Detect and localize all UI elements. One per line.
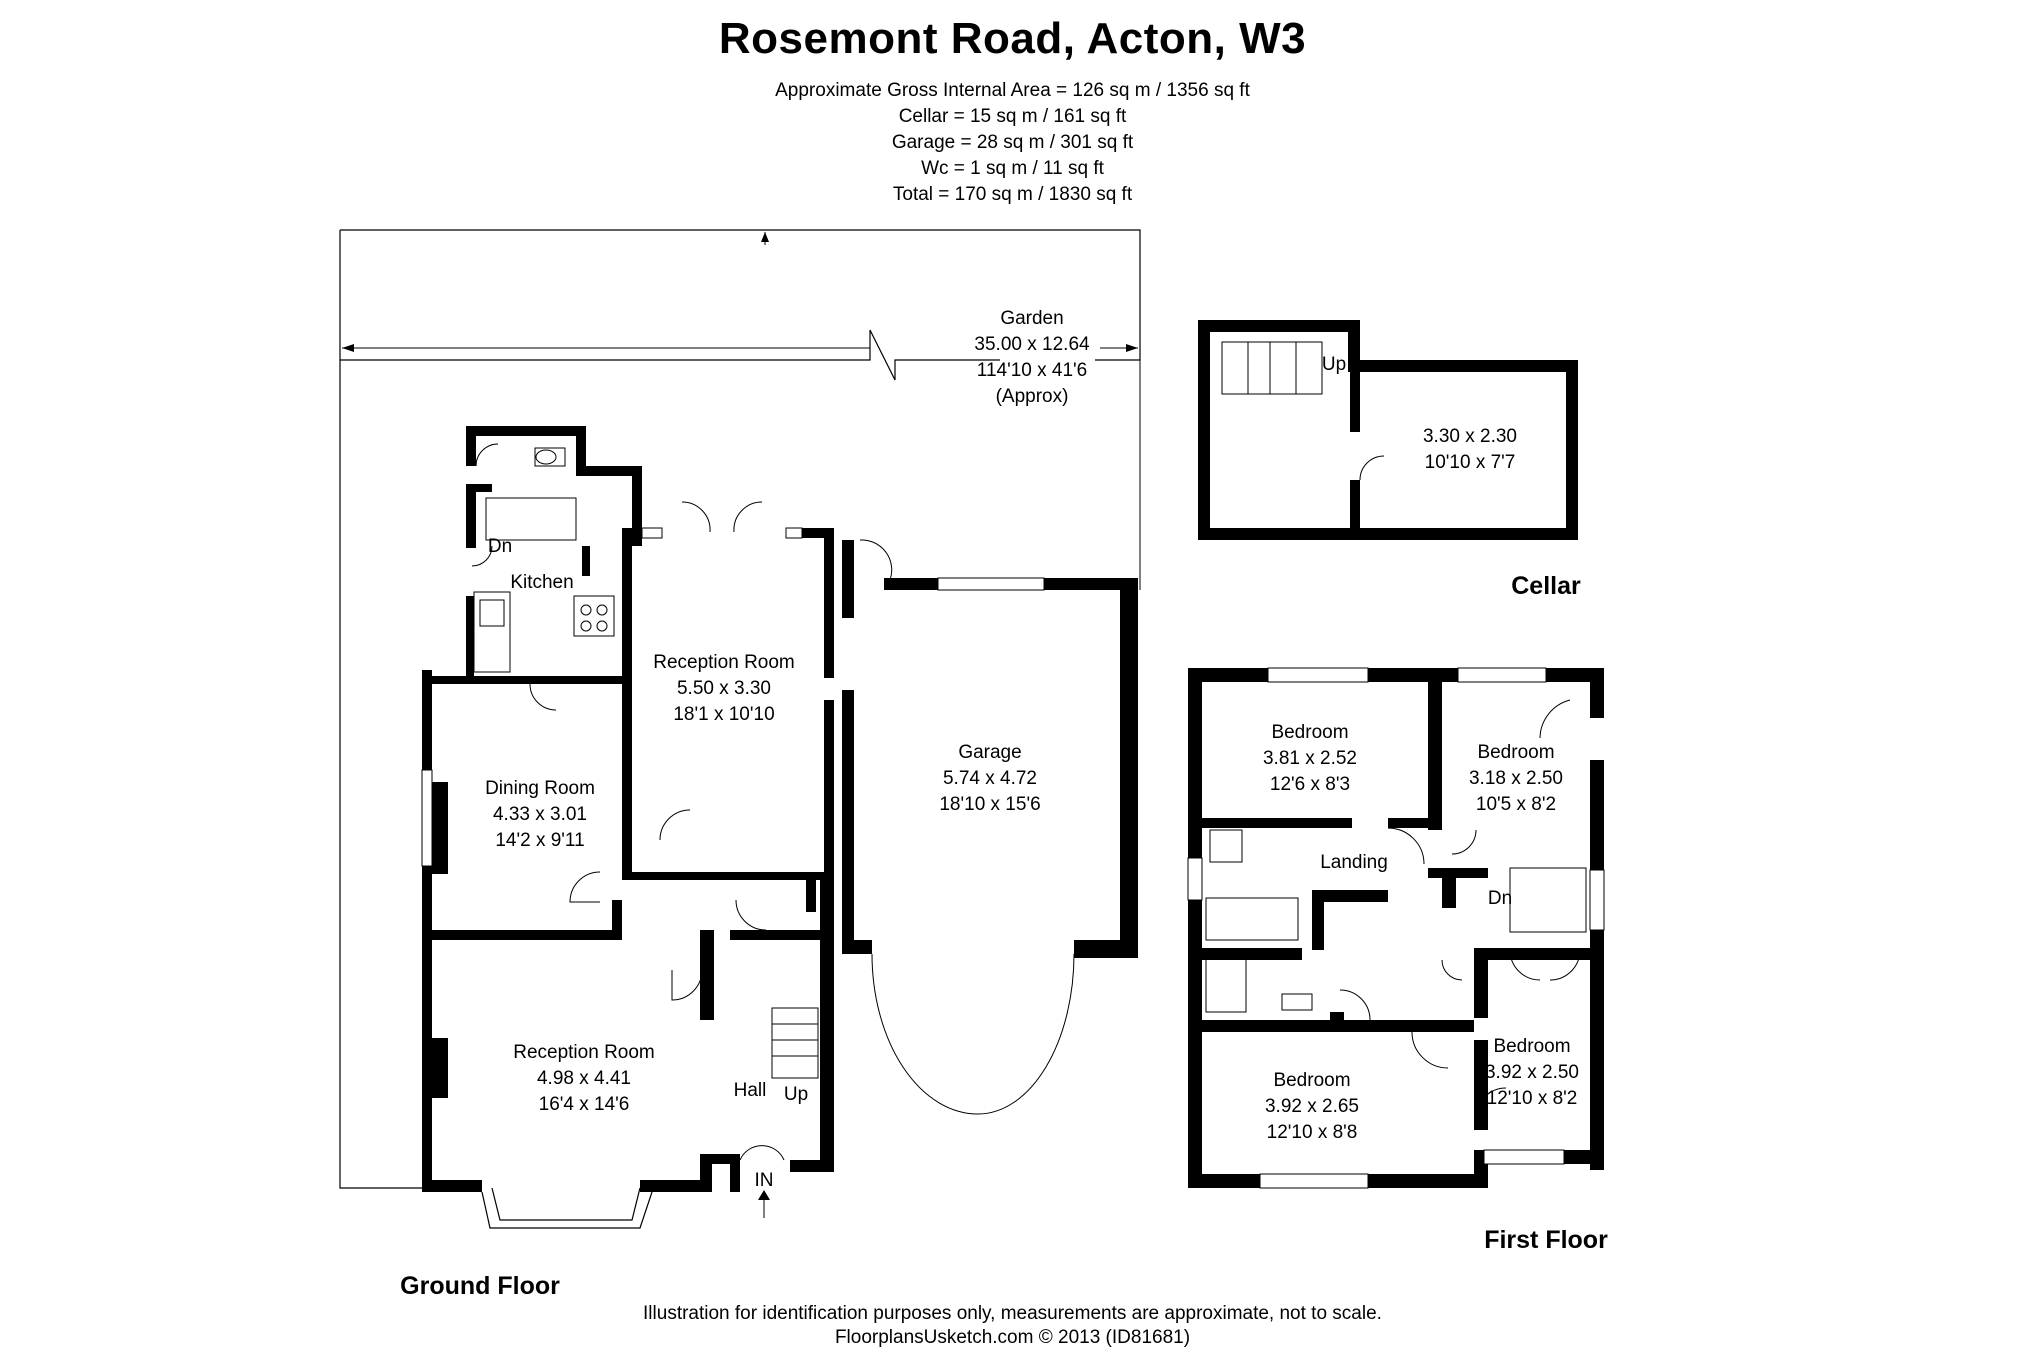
first-floor-walls (1187, 667, 1605, 1189)
cellar-area: Cellar = 15 sq m / 161 sq ft (898, 106, 1127, 127)
bedroom-1-label: Bedroom 3.81 x 2.52 12'6 x 8'3 (1263, 720, 1357, 798)
bedroom-3-imperial: 12'10 x 8'8 (1266, 1122, 1358, 1143)
cellar-room-imperial: 10'10 x 7'7 (1424, 452, 1516, 473)
garden-metric: 35.00 x 12.64 (974, 334, 1090, 355)
bedroom-3-label: Bedroom 3.92 x 2.65 12'10 x 8'8 (1265, 1068, 1359, 1146)
garage-label: Garage 5.74 x 4.72 18'10 x 15'6 (939, 740, 1040, 818)
ground-floor-walls (422, 426, 1138, 1229)
ground-up-label: Up (783, 1084, 809, 1105)
footer: Illustration for identification purposes… (0, 1302, 2025, 1350)
garage-imperial: 18'10 x 15'6 (939, 794, 1041, 815)
bedroom-2-imperial: 10'5 x 8'2 (1475, 794, 1557, 815)
dining-room-imperial: 14'2 x 9'11 (495, 830, 585, 851)
bedroom-4-imperial: 12'10 x 8'2 (1486, 1088, 1578, 1109)
bedroom-4-name: Bedroom (1493, 1036, 1571, 1057)
page-title: Rosemont Road, Acton, W3 (718, 14, 1307, 63)
garden-label: Garden 35.00 x 12.64 114'10 x 41'6 (Appr… (974, 306, 1089, 410)
ground-floor-fixtures (421, 443, 1075, 1218)
bedroom-3-name: Bedroom (1273, 1070, 1351, 1091)
reception-front-metric: 4.98 x 4.41 (536, 1068, 632, 1089)
ground-dn-label: Dn (487, 536, 513, 557)
cellar-walls (1198, 320, 1578, 540)
garden-outline (339, 229, 1141, 1189)
bedroom-2-label: Bedroom 3.18 x 2.50 10'5 x 8'2 (1469, 740, 1563, 818)
cellar-room-label: 3.30 x 2.30 10'10 x 7'7 (1423, 424, 1517, 476)
bedroom-3-metric: 3.92 x 2.65 (1264, 1096, 1360, 1117)
landing-label: Landing (1320, 852, 1388, 873)
ground-floor-label: Ground Floor (400, 1272, 560, 1300)
cellar-up-label: Up (1321, 354, 1347, 375)
wc-area: Wc = 1 sq m / 11 sq ft (921, 158, 1104, 179)
cellar-section-label: Cellar (1511, 572, 1581, 600)
garden-note: (Approx) (995, 386, 1069, 407)
disclaimer-text: Illustration for identification purposes… (643, 1303, 1382, 1324)
garden-name: Garden (1000, 308, 1064, 329)
reception-front-label: Reception Room 4.98 x 4.41 16'4 x 14'6 (513, 1040, 655, 1118)
reception-rear-metric: 5.50 x 3.30 (676, 678, 772, 699)
dining-room-label: Dining Room 4.33 x 3.01 14'2 x 9'11 (485, 776, 595, 854)
first-dn-label: Dn (1487, 888, 1513, 909)
reception-front-name: Reception Room (513, 1042, 655, 1063)
reception-rear-imperial: 18'1 x 10'10 (673, 704, 775, 725)
gross-internal-area: Approximate Gross Internal Area = 126 sq… (775, 80, 1250, 101)
entrance-label: IN (754, 1170, 774, 1191)
bedroom-4-metric: 3.92 x 2.50 (1484, 1062, 1580, 1083)
bedroom-2-metric: 3.18 x 2.50 (1468, 768, 1564, 789)
bedroom-2-name: Bedroom (1477, 742, 1555, 763)
bedroom-1-metric: 3.81 x 2.52 (1262, 748, 1358, 769)
dining-room-name: Dining Room (485, 778, 595, 799)
total-area: Total = 170 sq m / 1830 sq ft (892, 184, 1133, 205)
copyright-text: FloorplansUsketch.com © 2013 (ID81681) (834, 1327, 1191, 1348)
reception-rear-name: Reception Room (653, 652, 795, 673)
garage-metric: 5.74 x 4.72 (942, 768, 1038, 789)
garage-name: Garage (958, 742, 1022, 763)
reception-front-imperial: 16'4 x 14'6 (538, 1094, 630, 1115)
first-floor-label: First Floor (1484, 1226, 1608, 1254)
dining-room-metric: 4.33 x 3.01 (492, 804, 588, 825)
bedroom-1-imperial: 12'6 x 8'3 (1269, 774, 1351, 795)
cellar-room-metric: 3.30 x 2.30 (1422, 426, 1518, 447)
garden-imperial: 114'10 x 41'6 (976, 360, 1088, 381)
kitchen-label: Kitchen (510, 572, 574, 593)
garage-area: Garage = 28 sq m / 301 sq ft (891, 132, 1134, 153)
reception-rear-label: Reception Room 5.50 x 3.30 18'1 x 10'10 (653, 650, 795, 728)
bedroom-1-name: Bedroom (1271, 722, 1349, 743)
bedroom-4-label: Bedroom 3.92 x 2.50 12'10 x 8'2 (1485, 1034, 1579, 1112)
hall-label: Hall (733, 1080, 767, 1101)
